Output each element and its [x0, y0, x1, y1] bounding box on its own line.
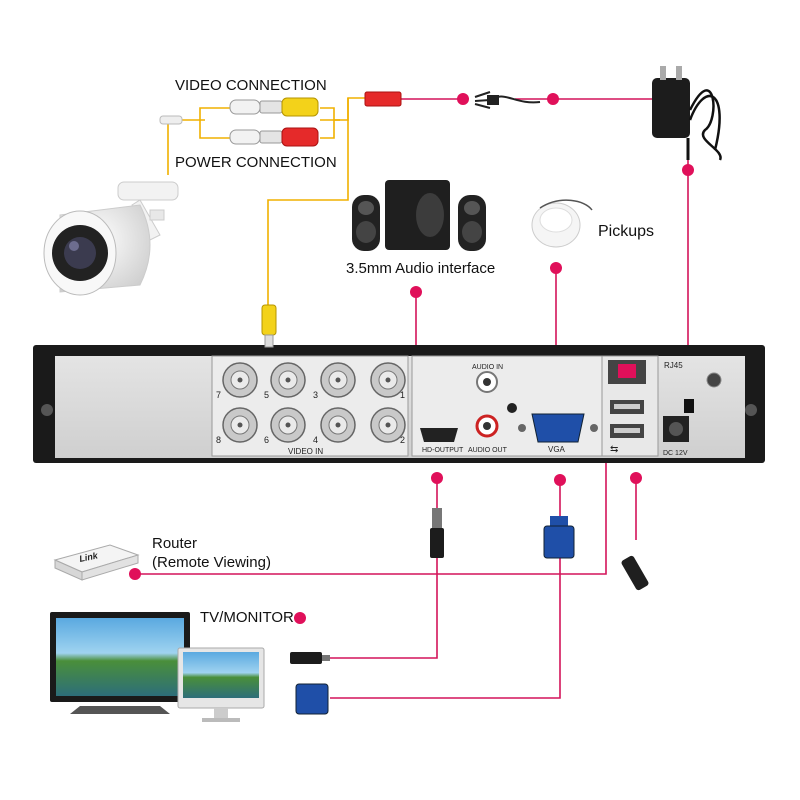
- channel-6: 6: [264, 435, 269, 445]
- power-splitter-cable: [474, 91, 541, 109]
- channel-4: 4: [313, 435, 318, 445]
- audio-in-port: [476, 371, 498, 393]
- bnc-connectors: [222, 362, 406, 443]
- audio-out-label: AUDIO OUT: [468, 447, 508, 454]
- rj45-port: [608, 360, 646, 384]
- tv-monitor-label: TV/MONITOR: [200, 609, 294, 626]
- usb-ports: [610, 400, 644, 438]
- channel-7: 7: [216, 390, 221, 400]
- channel-3: 3: [313, 390, 318, 400]
- vga-label: VGA: [548, 445, 566, 454]
- video-wire: [167, 97, 365, 310]
- channel-1: 1: [400, 390, 405, 400]
- usb-stick: [621, 555, 649, 591]
- power-connection-label: POWER CONNECTION: [175, 154, 337, 171]
- channel-2: 2: [400, 435, 405, 445]
- vga-port: [518, 413, 598, 443]
- tv-monitor: [50, 612, 265, 722]
- dvr-unit: [33, 345, 765, 463]
- video-connection-label: VIDEO CONNECTION: [175, 77, 327, 94]
- tv-vga-plug: [295, 683, 329, 715]
- dc-jack: [663, 372, 722, 442]
- pickups-label: Pickups: [598, 223, 654, 240]
- video-plug: [261, 304, 277, 348]
- dc-label: DC 12V: [663, 450, 688, 457]
- usb-symbol: ⇆: [610, 444, 618, 455]
- audio-out-port: [475, 403, 517, 438]
- vga-cable-plug: [543, 516, 575, 559]
- video-power-connector: [159, 91, 402, 147]
- channel-8: 8: [216, 435, 221, 445]
- speakers: [352, 180, 486, 251]
- tv-hdmi-plug: [290, 652, 330, 664]
- power-adapter: [652, 66, 722, 161]
- router-label: Router: [152, 535, 197, 552]
- rj45-label: RJ45: [664, 361, 683, 370]
- channel-5: 5: [264, 390, 269, 400]
- bullet-camera: [43, 181, 179, 296]
- audio-in-label: AUDIO IN: [472, 364, 503, 371]
- audio-interface-label: 3.5mm Audio interface: [346, 260, 495, 277]
- router: Link: [53, 544, 140, 581]
- hd-output-label: HD-OUTPUT: [422, 447, 464, 454]
- router-sub-label: (Remote Viewing): [152, 554, 271, 571]
- router-brand: Link: [78, 550, 99, 564]
- video-in-label: VIDEO IN: [288, 447, 323, 456]
- hdmi-port: [420, 428, 458, 442]
- hdmi-cable-plug: [430, 508, 444, 558]
- pickup-microphone: [531, 199, 593, 248]
